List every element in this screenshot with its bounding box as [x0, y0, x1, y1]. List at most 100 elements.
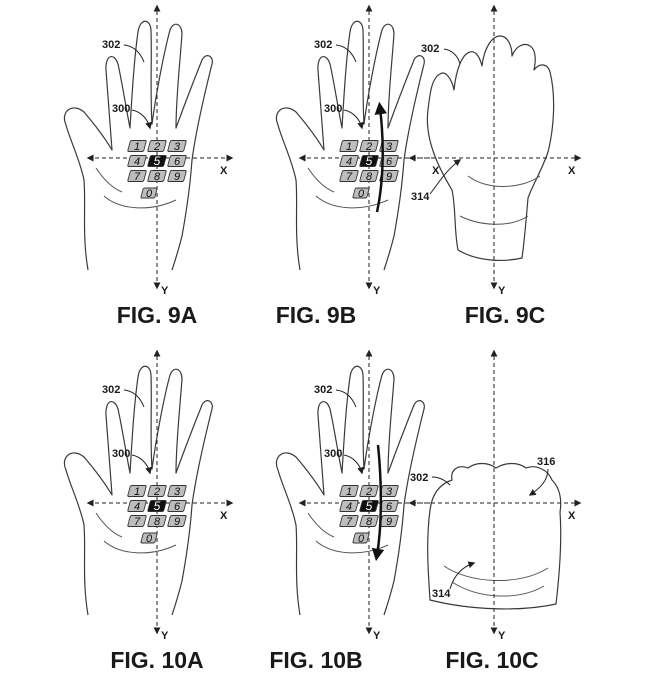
leader-300 — [343, 109, 365, 130]
key-label: 9 — [386, 171, 392, 183]
ref-300: 300 — [112, 103, 130, 115]
x-axis-label: X — [568, 510, 576, 522]
key-label: 3 — [174, 141, 181, 153]
key-6: 6 — [379, 155, 399, 168]
key-7: 7 — [339, 515, 359, 528]
key-label: 1 — [134, 486, 140, 498]
key-3: 3 — [379, 140, 399, 153]
selected-key-5: 5 — [147, 154, 167, 168]
selected-key-5: 5 — [359, 499, 379, 513]
x-axis-label: X — [220, 165, 228, 177]
key-label: 7 — [134, 516, 141, 528]
palm-crease — [95, 512, 123, 538]
key-2: 2 — [147, 485, 167, 498]
y-axis-label: Y — [498, 630, 506, 642]
y-axis-label: Y — [161, 285, 169, 297]
key-label: 1 — [134, 141, 140, 153]
key-label: 6 — [386, 501, 393, 513]
key-label: 0 — [358, 188, 365, 200]
ref-314: 314 — [411, 191, 430, 203]
key-label: 5 — [154, 499, 161, 513]
key-4: 4 — [339, 155, 359, 168]
leader-302 — [443, 48, 461, 65]
ref-302: 302 — [314, 39, 332, 51]
leader-302 — [123, 44, 145, 63]
key-0: 0 — [352, 187, 370, 200]
palm-crease — [103, 195, 177, 209]
key-1: 1 — [339, 140, 359, 153]
leader-300 — [343, 454, 365, 475]
palm-crease — [315, 195, 389, 209]
ref-302: 302 — [102, 39, 120, 51]
key-2: 2 — [359, 140, 379, 153]
key-9: 9 — [167, 170, 187, 183]
key-1: 1 — [339, 485, 359, 498]
key-label: 8 — [366, 171, 373, 183]
key-9: 9 — [167, 515, 187, 528]
key-label: 3 — [386, 141, 393, 153]
key-7: 7 — [339, 170, 359, 183]
figure-caption: FIG. 9B — [276, 302, 357, 328]
ref-300: 300 — [324, 103, 342, 115]
ref-302: 302 — [410, 472, 428, 484]
key-label: 0 — [146, 533, 153, 545]
y-axis-label: Y — [373, 285, 381, 297]
figure-10c: XY1234567890302316314FIG. 10C — [408, 349, 582, 673]
key-label: 6 — [386, 156, 393, 168]
key-6: 6 — [167, 155, 187, 168]
leader-314 — [429, 159, 462, 195]
figure-caption: FIG. 10B — [269, 647, 362, 673]
y-axis-label: Y — [373, 630, 381, 642]
ref-302: 302 — [102, 384, 120, 396]
ref-316: 316 — [537, 456, 555, 468]
key-label: 4 — [346, 501, 352, 513]
hand-302 — [426, 35, 555, 261]
key-6: 6 — [167, 500, 187, 513]
key-label: 1 — [346, 486, 352, 498]
key-7: 7 — [127, 170, 147, 183]
key-7: 7 — [127, 515, 147, 528]
leader-302 — [123, 389, 145, 408]
palm-crease — [451, 581, 545, 597]
key-label: 0 — [358, 533, 365, 545]
selected-key-5: 5 — [147, 499, 167, 513]
leader-316 — [528, 468, 549, 496]
key-label: 7 — [346, 516, 353, 528]
leader-314 — [449, 561, 476, 590]
figure-caption: FIG. 10C — [445, 647, 538, 673]
key-label: 9 — [174, 516, 180, 528]
key-4: 4 — [127, 155, 147, 168]
palm-crease — [103, 540, 177, 554]
key-label: 7 — [346, 171, 353, 183]
key-0: 0 — [140, 532, 158, 545]
figure-caption: FIG. 9A — [117, 302, 198, 328]
ref-302: 302 — [314, 384, 332, 396]
key-label: 0 — [146, 188, 153, 200]
key-4: 4 — [127, 500, 147, 513]
key-label: 5 — [366, 154, 373, 168]
key-label: 9 — [386, 516, 392, 528]
palm-crease — [307, 167, 335, 193]
key-4: 4 — [339, 500, 359, 513]
key-label: 2 — [153, 486, 160, 498]
key-3: 3 — [167, 140, 187, 153]
x-axis-label: X — [220, 510, 228, 522]
key-label: 5 — [154, 154, 161, 168]
key-9: 9 — [379, 515, 399, 528]
x-axis-label: X — [568, 165, 576, 177]
key-label: 4 — [346, 156, 352, 168]
leader-302 — [335, 44, 357, 63]
key-0: 0 — [140, 187, 158, 200]
leader-300 — [131, 454, 153, 475]
key-label: 2 — [365, 486, 372, 498]
key-3: 3 — [379, 485, 399, 498]
leader-300 — [131, 109, 153, 130]
